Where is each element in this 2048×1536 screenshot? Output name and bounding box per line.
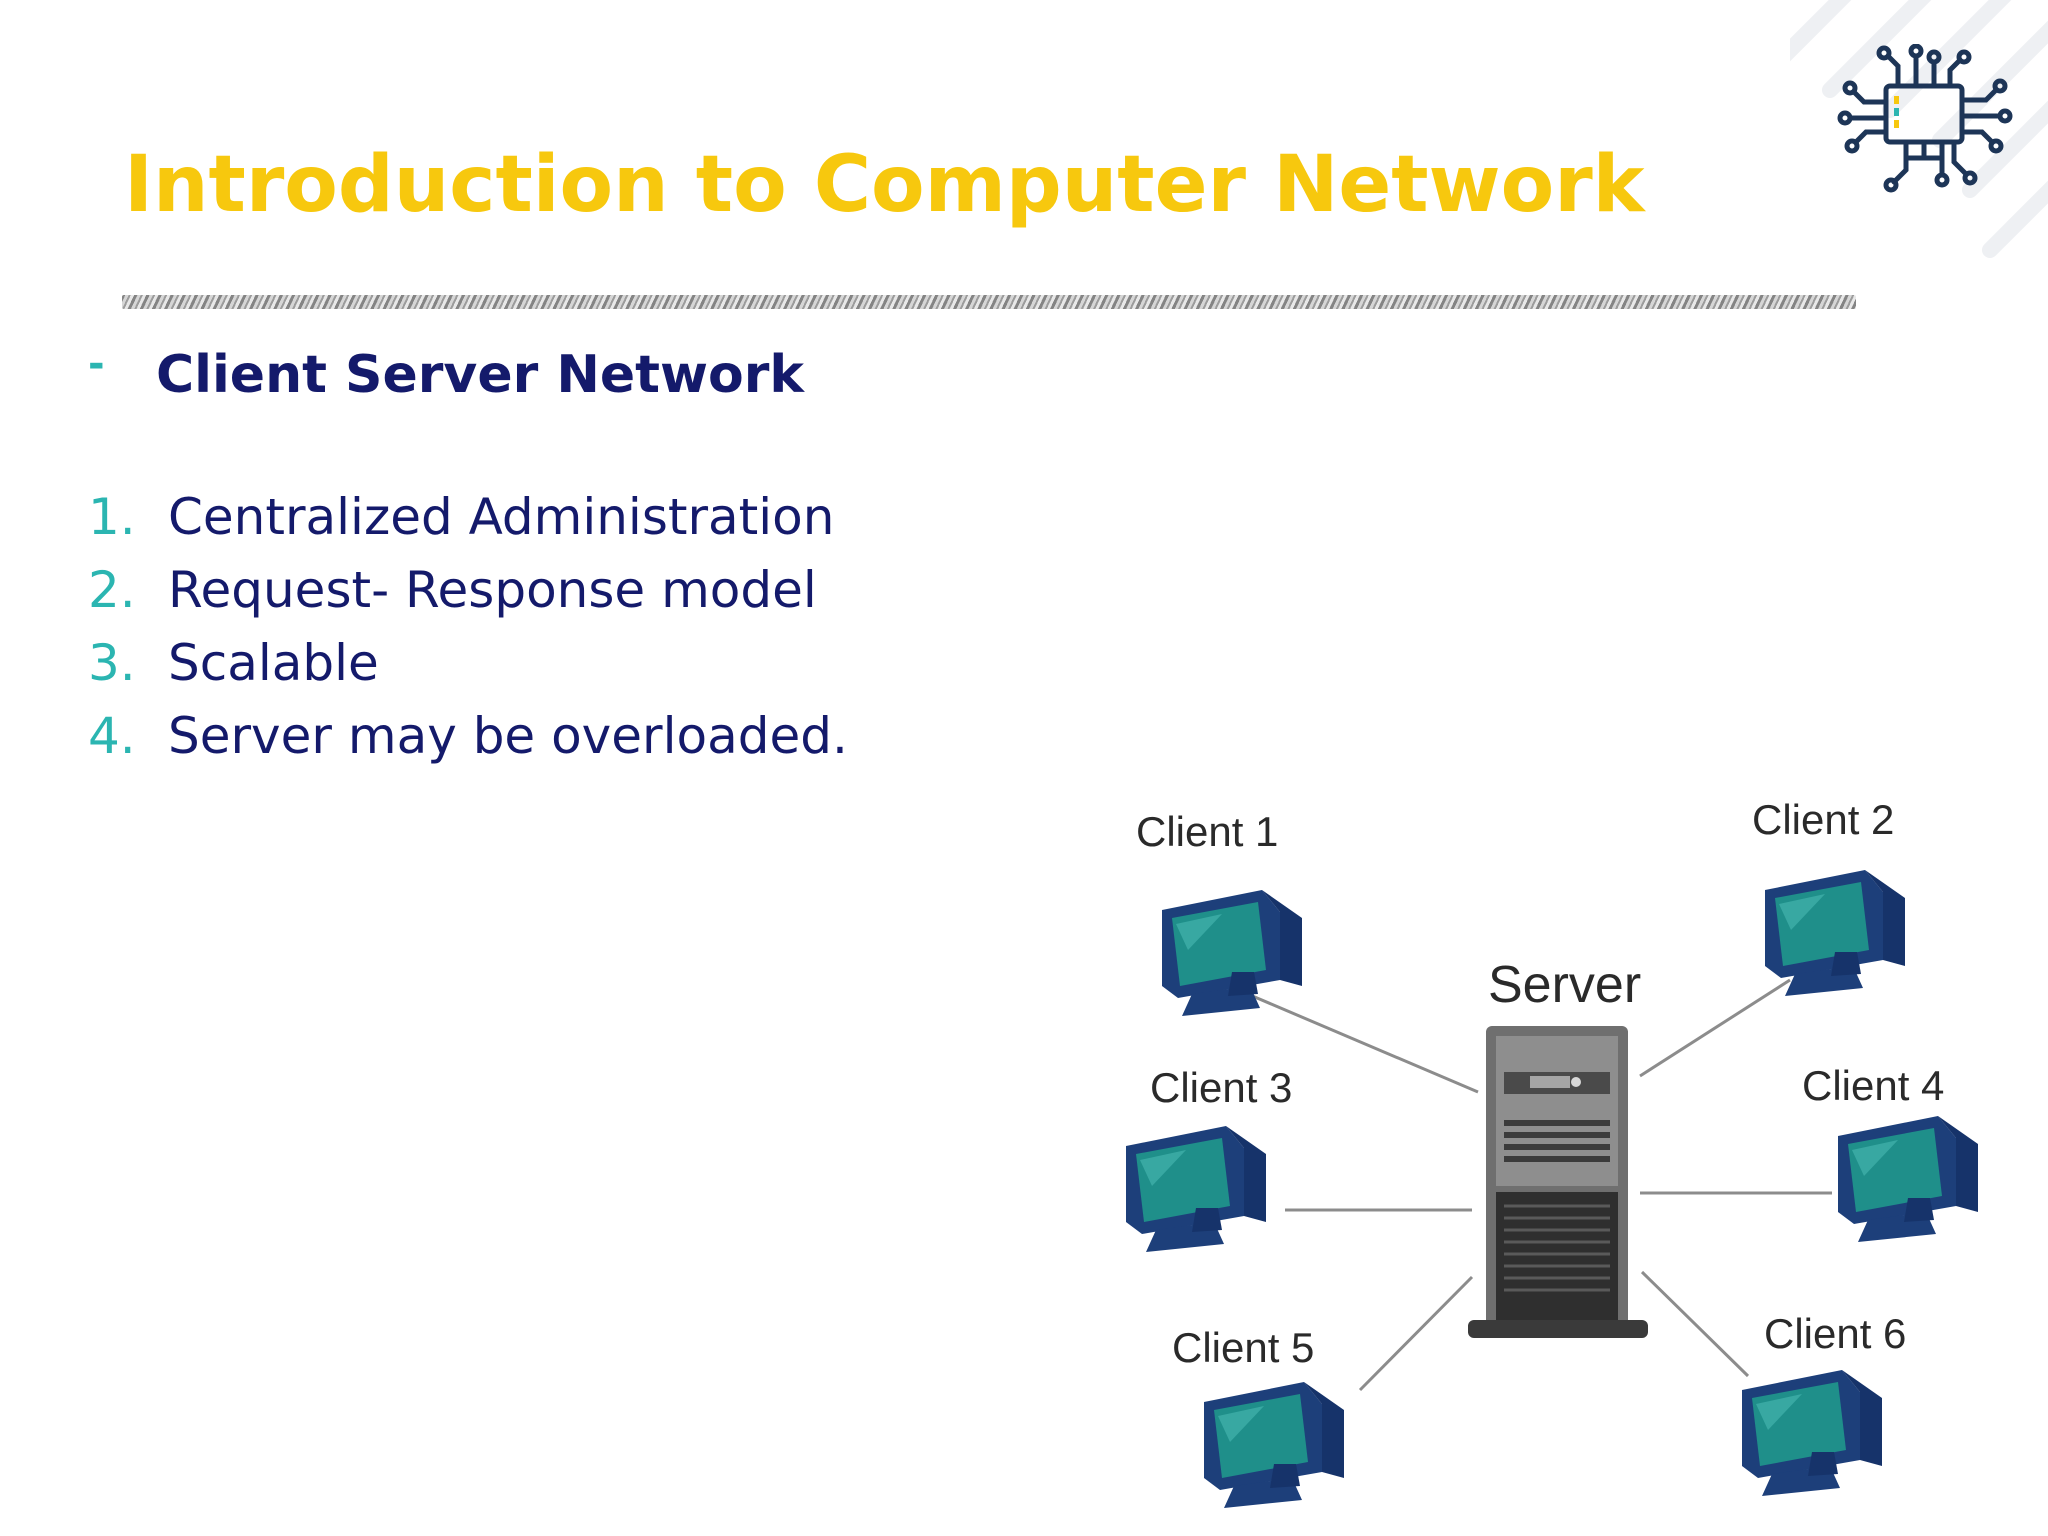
client-label: Client 4 [1802, 1062, 1944, 1109]
link-client-5 [1358, 1275, 1474, 1392]
client-6: Client 6 [1742, 1310, 1906, 1496]
monitor-icon [1204, 1382, 1344, 1508]
client-5: Client 5 [1172, 1324, 1344, 1508]
list-text: Request- Response model [168, 560, 817, 619]
client-4: Client 4 [1802, 1062, 1978, 1242]
title-divider [122, 295, 1856, 309]
link-client-1 [1249, 993, 1479, 1094]
client-label: Client 3 [1150, 1064, 1292, 1111]
client-label: Client 1 [1136, 808, 1278, 855]
server-tower-icon [1468, 1026, 1648, 1338]
list-text: Centralized Administration [168, 487, 835, 546]
circuit-monitor-icon [1837, 44, 2013, 193]
list-number: 3. [88, 633, 136, 692]
section-bullet: - Client Server Network [88, 340, 804, 410]
client-label: Client 5 [1172, 1324, 1314, 1371]
monitor-icon [1126, 1126, 1266, 1252]
client-label: Client 6 [1764, 1310, 1906, 1357]
server-label: Server [1488, 956, 1641, 1014]
client-server-diagram: Server Client 1 Client 2 Client 3 Client… [1126, 796, 1978, 1508]
list-number: 1. [88, 487, 136, 546]
list-item: 2. Request- Response model [88, 553, 848, 626]
monitor-icon [1838, 1116, 1978, 1242]
list-text: Server may be overloaded. [168, 706, 848, 765]
feature-list: 1. Centralized Administration 2. Request… [88, 480, 848, 772]
list-item: 1. Centralized Administration [88, 480, 848, 553]
list-item: 3. Scalable [88, 626, 848, 699]
monitor-icon [1742, 1370, 1882, 1496]
client-2: Client 2 [1752, 796, 1905, 996]
slide-title: Introduction to Computer Network [124, 140, 1645, 230]
bullet-dash: - [88, 341, 105, 387]
monitor-icon [1162, 890, 1302, 1016]
list-number: 2. [88, 560, 136, 619]
list-item: 4. Server may be overloaded. [88, 699, 848, 772]
list-text: Scalable [168, 633, 379, 692]
monitor-icon [1765, 870, 1905, 996]
client-3: Client 3 [1126, 1064, 1292, 1252]
link-client-2 [1639, 978, 1791, 1078]
link-client-6 [1640, 1270, 1750, 1378]
client-label: Client 2 [1752, 796, 1894, 843]
section-heading: Client Server Network [156, 345, 804, 405]
list-number: 4. [88, 706, 136, 765]
client-1: Client 1 [1136, 808, 1302, 1016]
